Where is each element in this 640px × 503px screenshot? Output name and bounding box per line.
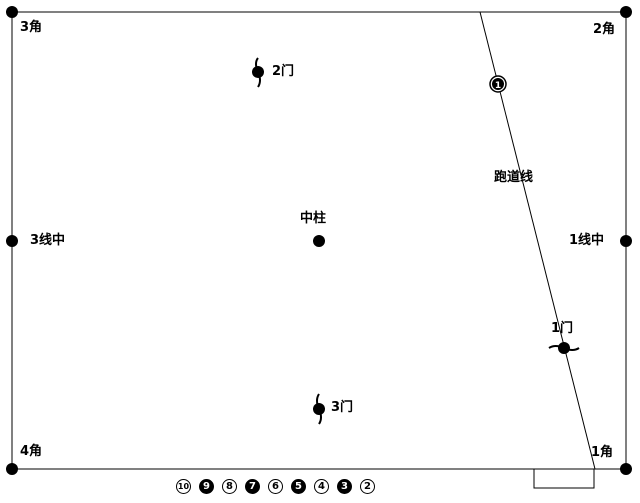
sequence-number-5: 5 xyxy=(291,479,306,494)
gate3-marker xyxy=(313,393,325,425)
line1-mid-dot xyxy=(620,235,632,247)
gate3-label: 3门 xyxy=(331,400,354,415)
corner-4-dot xyxy=(6,463,18,475)
sequence-number-10: 10 xyxy=(176,479,191,494)
corner-1-dot xyxy=(620,463,632,475)
corner4-label: 4角 xyxy=(20,444,43,459)
corner3-label: 3角 xyxy=(20,20,43,35)
gate1-marker xyxy=(548,342,580,354)
corner1-label: 1角 xyxy=(591,445,614,460)
line3-mid-label: 3线中 xyxy=(30,233,66,248)
runway-marker-text: 1 xyxy=(495,81,501,91)
bottom-box xyxy=(533,468,595,489)
sequence-number-6: 6 xyxy=(268,479,283,494)
sequence-number-4: 4 xyxy=(314,479,329,494)
center-pole-dot xyxy=(313,235,325,247)
runway-marker: 1 xyxy=(489,75,507,93)
sequence-number-2: 2 xyxy=(360,479,375,494)
center-pole-label: 中柱 xyxy=(300,211,327,226)
sequence-number-7: 7 xyxy=(245,479,260,494)
corner2-label: 2角 xyxy=(593,22,616,37)
corner-3-dot xyxy=(6,6,18,18)
gate2-label: 2门 xyxy=(272,64,295,79)
sequence-number-3: 3 xyxy=(337,479,352,494)
sequence-number-8: 8 xyxy=(222,479,237,494)
corner-2-dot xyxy=(620,6,632,18)
line3-mid-dot xyxy=(6,235,18,247)
sequence-number-9: 9 xyxy=(199,479,214,494)
gate2-marker xyxy=(252,57,264,88)
gate1-label: 1门 xyxy=(551,321,574,336)
line1-mid-label: 1线中 xyxy=(569,233,605,248)
runway-label: 跑道线 xyxy=(494,170,534,185)
